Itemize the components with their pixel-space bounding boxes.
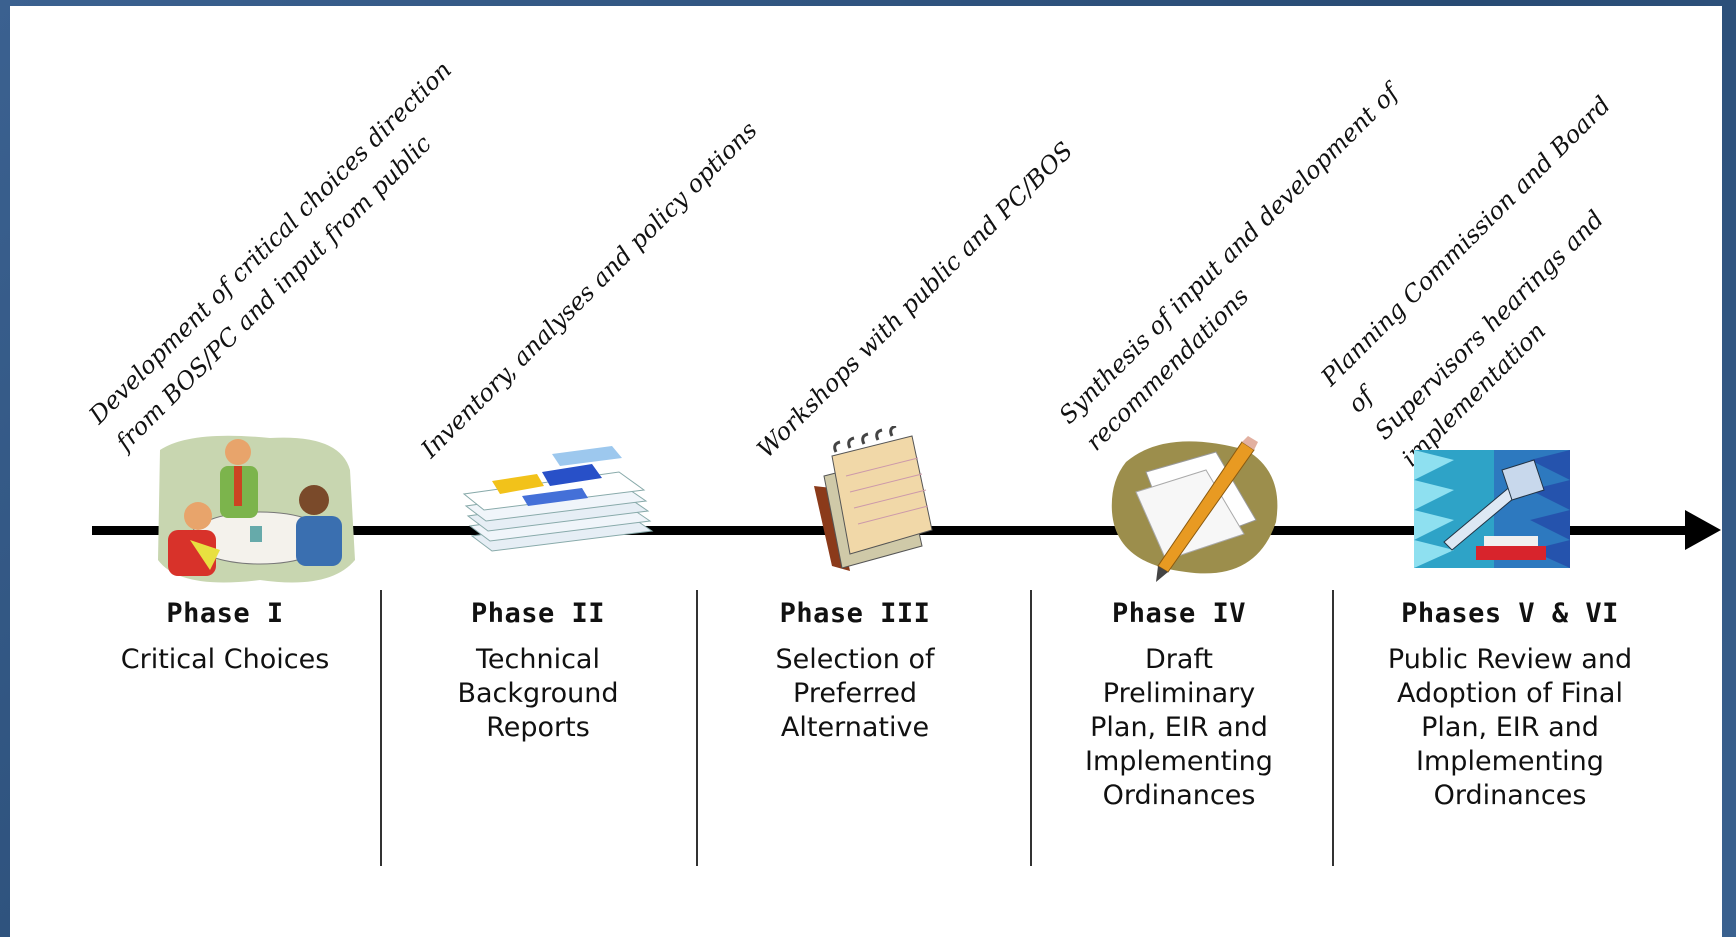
phase-description: Selection of Preferred Alternative [775,644,935,743]
phase-title: Phase IV [1111,598,1247,629]
phase-divider [380,590,382,866]
phase-3: Phase III Selection of Preferred Alterna… [710,598,1000,745]
annotation-phase-2: Inventory, analyses and policy options [415,116,763,464]
phase-divider [1332,590,1334,866]
phase-description: Critical Choices [120,644,330,675]
phase-title: Phase I [166,598,284,629]
phase-title: Phases V & VI [1401,598,1619,629]
phase-description: Technical Background Reports [457,644,619,743]
phase-divider [696,590,698,866]
document-pencil-icon [1111,436,1278,582]
phase-description: Draft Preliminary Plan, EIR and Implemen… [1085,644,1273,811]
annotation-phase-3: Workshops with public and PC/BOS [751,136,1079,464]
gavel-icon [1414,450,1570,568]
annotation-phase-1: Development of critical choices directio… [83,55,458,457]
phase-2: Phase II Technical Background Reports [393,598,683,745]
diagram-panel: Development of critical choices directio… [10,6,1722,937]
phase-title: Phase II [470,598,606,629]
meeting-icon [158,435,355,583]
notepad-icon [814,426,933,571]
phase-4: Phase IV Draft Preliminary Plan, EIR and… [1034,598,1324,813]
phase-5: Phases V & VI Public Review and Adoption… [1350,598,1670,813]
phase-description: Public Review and Adoption of Final Plan… [1387,644,1633,811]
phase-divider [1030,590,1032,866]
reports-icon [462,446,654,552]
phase-1: Phase I Critical Choices [80,598,370,677]
timeline-arrow-icon [1685,510,1721,550]
phase-title: Phase III [779,598,931,629]
